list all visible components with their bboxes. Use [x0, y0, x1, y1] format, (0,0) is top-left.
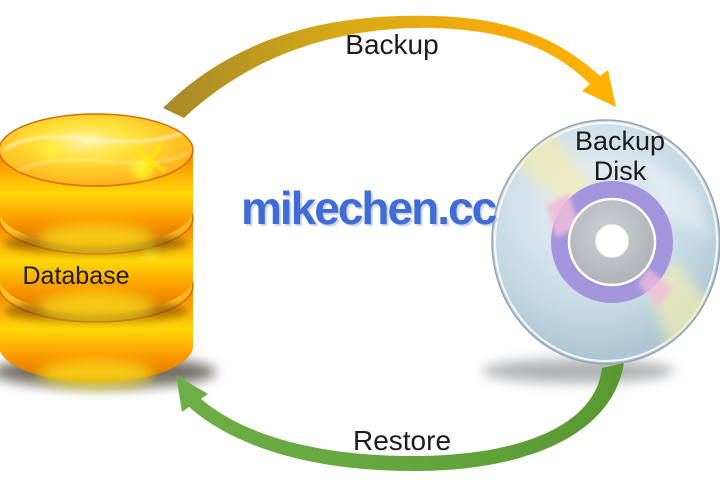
disk-label: Backup Disk [540, 126, 700, 186]
watermark-text: mikechen.cc [241, 182, 497, 234]
restore-arrow-shape [176, 363, 624, 472]
database-label: Database [22, 262, 130, 290]
database-top-sheen [3, 128, 191, 179]
database-icon [0, 113, 194, 388]
database-cylinder-top [0, 113, 194, 252]
disk-center-hole [595, 224, 629, 258]
disk-shadow [482, 359, 674, 383]
backup-disk-icon [491, 119, 720, 365]
backup-arrow-shape [163, 15, 616, 118]
disk-rim-highlight [494, 122, 718, 362]
disk-label-line2: Disk [593, 156, 647, 186]
disk-label-line1: Backup [574, 126, 666, 156]
restore-arrow [176, 363, 624, 472]
backup-arrow-label: Backup [345, 29, 439, 60]
restore-arrow-label: Restore [352, 425, 452, 456]
backup-arrow [163, 15, 616, 118]
